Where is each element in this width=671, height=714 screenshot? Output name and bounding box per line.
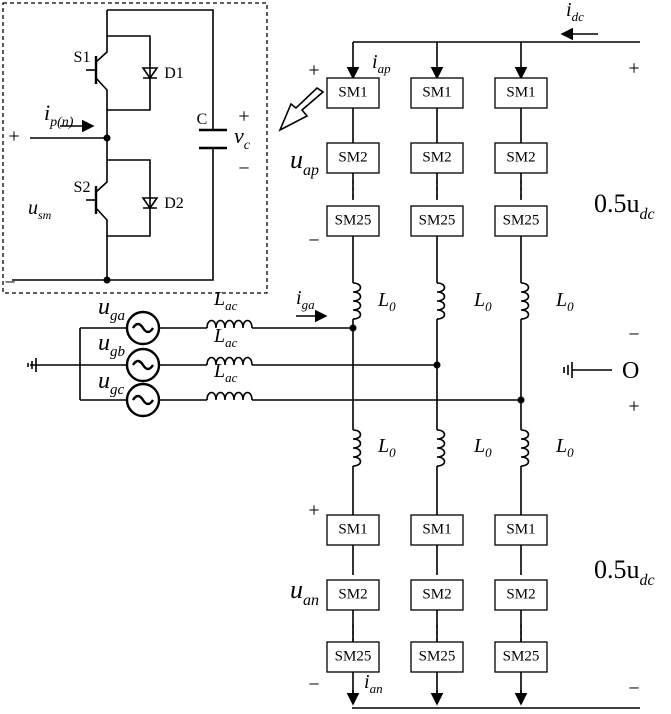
ac-grid-sources <box>27 309 525 418</box>
lower-arm-b: SM1 SM2 SM25 <box>410 514 464 673</box>
half-udc-top-label: 0.5udc <box>594 189 655 223</box>
plus-sign: + <box>628 396 639 418</box>
module-sm2: SM2 <box>506 149 535 165</box>
module-sm25: SM25 <box>335 648 372 664</box>
ugb-label: ugb <box>98 330 126 360</box>
inset-plus-right: + <box>238 106 249 128</box>
plus-sign: + <box>308 500 319 522</box>
module-sm2: SM2 <box>506 586 535 602</box>
ground-icon <box>27 358 37 372</box>
module-sm1: SM1 <box>422 521 451 537</box>
iga-label: iga <box>296 287 315 312</box>
inset-minus-left: − <box>4 272 15 294</box>
lac-label-a: Lac <box>213 288 238 313</box>
plus-sign: + <box>628 58 639 80</box>
inset-plus-left: + <box>8 126 19 148</box>
module-sm2: SM2 <box>338 149 367 165</box>
switch-s2-label: S2 <box>74 179 91 196</box>
module-sm25: SM25 <box>503 648 540 664</box>
ipn-label: ip(n) <box>44 100 74 130</box>
minus-sign: − <box>308 674 319 696</box>
ugc-label: ugc <box>98 368 125 398</box>
diode-d2-icon <box>141 197 159 210</box>
uga-label: uga <box>98 294 125 324</box>
module-sm25: SM25 <box>335 212 372 228</box>
l0-label: L0 <box>555 435 574 460</box>
module-sm1: SM1 <box>506 521 535 537</box>
lower-arm-c: SM1 SM2 SM25 <box>494 514 548 673</box>
phase-legs <box>346 108 530 706</box>
switch-s1-label: S1 <box>74 49 91 66</box>
minus-sign: − <box>628 324 639 346</box>
module-sm1: SM1 <box>338 84 367 100</box>
zoom-pointer-arrow-icon <box>278 86 325 132</box>
module-sm25: SM25 <box>419 648 456 664</box>
ian-label: ian <box>364 671 383 696</box>
module-sm1: SM1 <box>422 84 451 100</box>
uap-label: uap <box>290 145 319 179</box>
inset-minus-right: − <box>238 158 249 180</box>
upper-arm-c: SM1 SM2 SM25 <box>494 77 548 237</box>
l0-label: L0 <box>555 289 574 314</box>
l0-label: L0 <box>473 289 492 314</box>
minus-sign: − <box>308 230 319 252</box>
vc-label: vc <box>234 123 251 153</box>
diode-d1-icon <box>141 67 159 80</box>
module-sm25: SM25 <box>503 212 540 228</box>
lower-arm-a: SM1 SM2 SM25 <box>326 514 380 673</box>
capacitor-label: C <box>197 111 208 128</box>
uan-label: uan <box>290 575 319 609</box>
lac-label-c: Lac <box>213 360 238 385</box>
submodule-circuit <box>12 9 227 284</box>
diode-d1-label: D1 <box>164 65 184 82</box>
submodule-inset-frame <box>2 2 268 294</box>
l0-label: L0 <box>377 289 396 314</box>
minus-sign: − <box>628 678 639 700</box>
l0-label: L0 <box>473 435 492 460</box>
upper-arm-a: SM1 SM2 SM25 <box>326 77 380 237</box>
diode-d2-label: D2 <box>164 195 184 212</box>
module-sm2: SM2 <box>422 149 451 165</box>
half-udc-bottom-label: 0.5udc <box>594 555 655 589</box>
module-sm2: SM2 <box>338 586 367 602</box>
module-sm1: SM1 <box>506 84 535 100</box>
neutral-o-label: O <box>622 358 639 384</box>
l0-label: L0 <box>377 435 396 460</box>
upper-arm-b: SM1 SM2 SM25 <box>410 77 464 237</box>
module-sm25: SM25 <box>419 212 456 228</box>
module-sm1: SM1 <box>338 521 367 537</box>
iap-label: iap <box>372 51 391 76</box>
usm-label: usm <box>28 197 52 222</box>
idc-label: idc <box>566 0 584 24</box>
lac-label-b: Lac <box>213 325 238 350</box>
ground-o-icon <box>563 362 573 378</box>
module-sm2: SM2 <box>422 586 451 602</box>
plus-sign: + <box>308 60 319 82</box>
